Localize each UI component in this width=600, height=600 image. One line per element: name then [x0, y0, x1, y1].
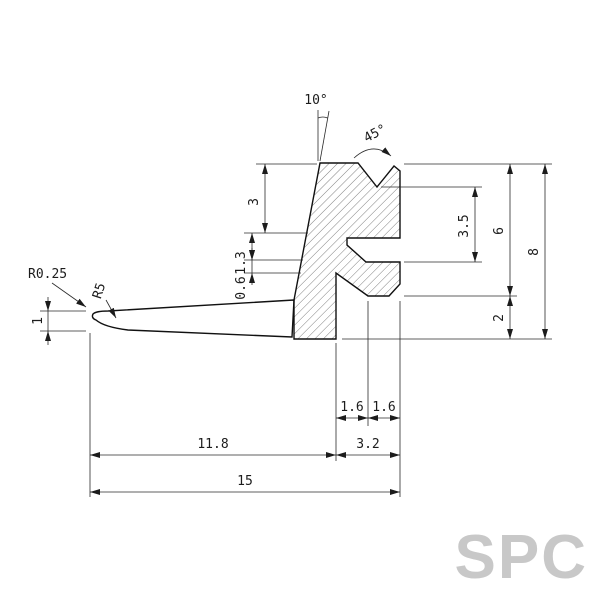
annotation-leg-radius: R5	[90, 281, 117, 319]
dimension-notch-height: 3.5	[457, 187, 478, 262]
dimension-mid-step-b: 0.6	[234, 248, 255, 300]
annotation-tip-radius: R0.25	[28, 267, 87, 308]
leg-radius-label: R5	[90, 281, 109, 301]
dimension-leg-thickness: 1	[31, 297, 51, 345]
dimension-label: 2	[492, 314, 507, 322]
dimension-label: 11.8	[197, 437, 228, 452]
dimension-mid-step-a: 1.3	[234, 233, 255, 275]
angle-reference-line	[319, 110, 330, 162]
dimension-leg-length: 11.8	[90, 437, 336, 458]
dimension-label: 3.2	[356, 437, 379, 452]
dimension-label: 6	[492, 227, 507, 235]
taper-angle-label: 10°	[304, 93, 327, 108]
watermark-logo: SPC	[455, 523, 588, 592]
angle-arc	[317, 116, 328, 119]
dimension-slot-width-a: 1.6	[336, 400, 368, 421]
tip-radius-label: R0.25	[28, 267, 67, 282]
dimension-label: 1.6	[372, 400, 395, 415]
dimension-upper-depth: 3	[247, 164, 268, 233]
profile-section	[91, 162, 401, 340]
annotation-taper-angle: 10°	[304, 93, 330, 162]
dimension-label: 1	[31, 317, 46, 325]
dimension-label: 1.3	[234, 251, 249, 274]
dimension-label: 1.6	[340, 400, 363, 415]
dimension-label: 3.5	[457, 214, 472, 237]
dimension-label: 0.6	[234, 276, 249, 299]
dimension-overall-height: 8	[527, 164, 548, 339]
dimension-overall-width: 15	[90, 474, 400, 495]
dimension-label: 3	[247, 198, 262, 206]
dimension-right-height-lower: 2	[492, 296, 513, 339]
chamfer-angle-label: 45°	[361, 122, 389, 146]
dimension-slot-width-b: 1.6	[368, 400, 400, 421]
profile-body-hatched	[293, 162, 401, 340]
dimension-label: 15	[237, 474, 253, 489]
leader-line	[51, 282, 87, 308]
leader-line	[105, 299, 117, 319]
leader-arc	[353, 147, 392, 159]
dimension-right-height-upper: 6	[492, 164, 513, 296]
annotation-chamfer-angle: 45°	[353, 122, 392, 159]
dimension-head-width: 3.2	[336, 437, 400, 458]
dimension-label: 8	[527, 248, 542, 256]
profile-leg	[91, 299, 295, 338]
